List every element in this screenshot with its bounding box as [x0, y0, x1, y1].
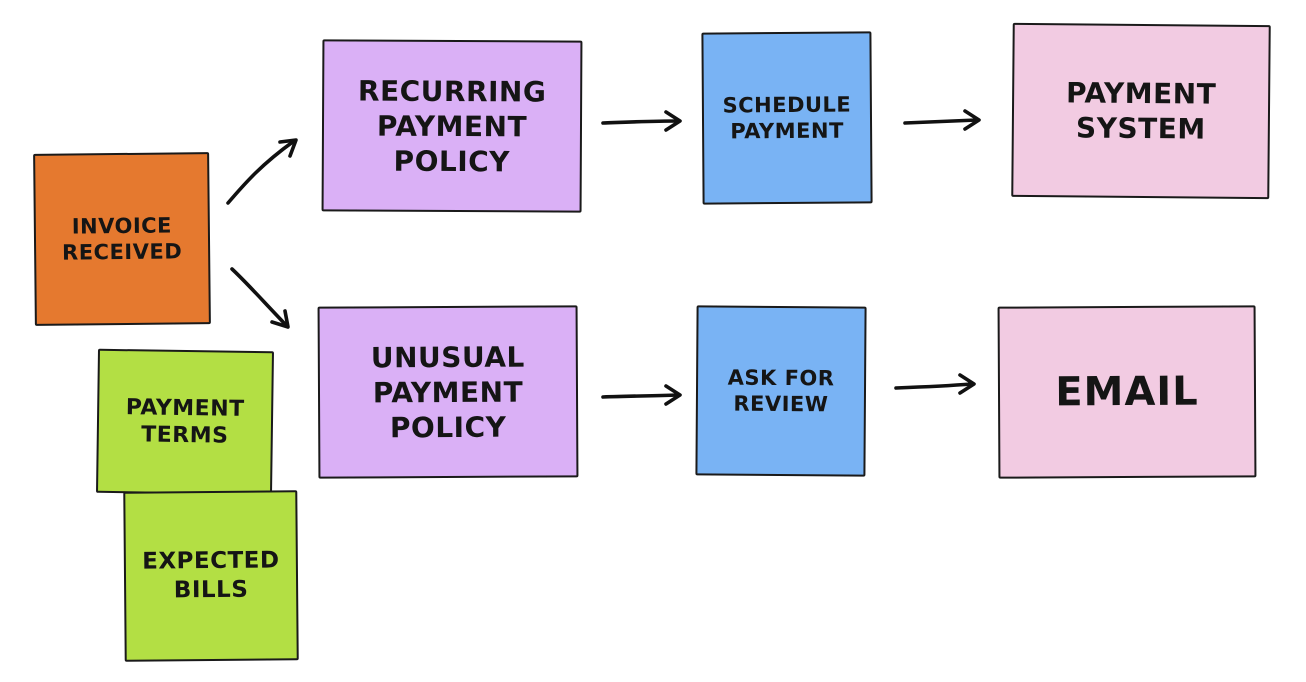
payment-system-note: PAYMENT SYSTEM	[1011, 22, 1271, 200]
invoice-received-note: INVOICE RECEIVED	[33, 152, 211, 326]
arrow-invoice-to-unusual	[230, 267, 290, 329]
schedule-payment-note: SCHEDULE PAYMENT	[701, 31, 873, 205]
expected-bills-note: EXPECTED BILLS	[123, 490, 299, 662]
recurring-payment-policy-label: RECURRING PAYMENT POLICY	[357, 74, 547, 178]
unusual-payment-policy-note: UNUSUAL PAYMENT POLICY	[317, 305, 579, 479]
email-label: EMAIL	[1055, 368, 1199, 416]
arrow-review-to-email	[894, 373, 976, 395]
payment-terms-label: PAYMENT TERMS	[125, 394, 245, 449]
payment-terms-note: PAYMENT TERMS	[96, 348, 274, 496]
expected-bills-label: EXPECTED BILLS	[142, 547, 280, 604]
arrow-recurring-to-schedule	[601, 110, 682, 132]
arrow-invoice-to-recurring	[226, 138, 298, 205]
schedule-payment-label: SCHEDULE PAYMENT	[722, 92, 852, 144]
arrow-schedule-to-paysys	[903, 109, 981, 131]
unusual-payment-policy-label: UNUSUAL PAYMENT POLICY	[370, 340, 525, 444]
recurring-payment-policy-note: RECURRING PAYMENT POLICY	[321, 39, 583, 213]
payment-system-label: PAYMENT SYSTEM	[1065, 76, 1217, 146]
arrow-unusual-to-review	[601, 384, 682, 406]
email-note: EMAIL	[997, 305, 1257, 479]
ask-for-review-note: ASK FOR REVIEW	[695, 305, 867, 477]
invoice-received-label: INVOICE RECEIVED	[61, 213, 183, 265]
ask-for-review-label: ASK FOR REVIEW	[727, 365, 835, 417]
